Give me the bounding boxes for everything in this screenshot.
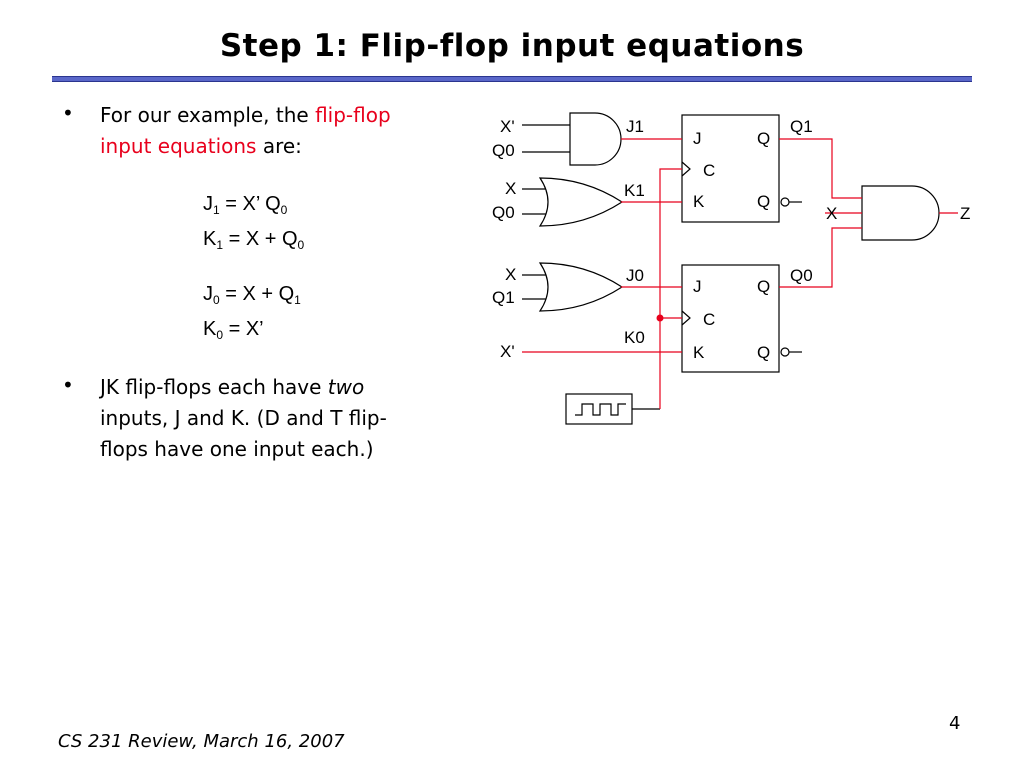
clock-waveform (575, 403, 626, 416)
ff1-q-pin: Q (757, 129, 770, 148)
and-gate-j1 (569, 112, 622, 166)
eq-j0-lhs: J (203, 283, 213, 305)
eq-j0-rhs-sub: 1 (294, 293, 301, 307)
ff1-j-pin: J (693, 129, 702, 148)
output-q0-label: Q0 (790, 266, 813, 285)
bullet-1-highlight-a: flip-flop (315, 103, 391, 127)
bullet-1-line-2: input equations are: (100, 131, 302, 162)
eq-k1-lhs-sub: 1 (216, 238, 224, 252)
ff0-j-pin: J (693, 277, 702, 296)
or-gate-j0 (538, 262, 624, 312)
title-divider (52, 76, 972, 82)
ff1-c-pin: C (703, 161, 715, 180)
or2-input-a-label: X (505, 265, 516, 284)
eq-j1-rhs: = X’ Q (219, 193, 281, 215)
ff0-clock-triangle (681, 310, 691, 326)
or2-input-b-label: Q1 (492, 288, 515, 307)
wire-j0-label: J0 (626, 266, 644, 285)
and1-input-a-label: X' (500, 117, 515, 136)
bullet-2-text-a: JK flip-flops each have (100, 375, 328, 399)
eq-j0-rhs: = X + Q (219, 283, 295, 305)
ff0-qbar-bubble (780, 347, 790, 357)
slide-title: Step 1: Flip-flop input equations (219, 28, 805, 64)
wire-j1-label: J1 (626, 117, 644, 136)
ff1-qbar-pin: Q (757, 192, 770, 211)
ff1-k-pin: K (693, 192, 705, 211)
ff1-clock-triangle (681, 161, 691, 177)
eq-j1-lhs: J (203, 193, 213, 215)
ff0-k-pin: K (693, 343, 705, 362)
bullet-marker-2: • (62, 373, 74, 397)
bullet-1-line-1: For our example, the flip-flop (100, 100, 391, 131)
equation-j1: J1 = X’ Q0 (203, 193, 287, 216)
output-and-x-label: X (826, 204, 837, 223)
eq-j1-lhs-sub: 1 (213, 203, 220, 217)
ff1-qbar-bubble (780, 197, 790, 207)
or1-input-a-label: X (505, 179, 516, 198)
or-gate-k1 (538, 177, 624, 227)
output-z-label: Z (960, 204, 970, 223)
ff0-qbar-pin: Q (757, 343, 770, 362)
or1-input-b-label: Q0 (492, 203, 515, 222)
bullet-2-line-2: inputs, J and K. (D and T flip- (100, 406, 387, 430)
bullet-1-text-a: For our example, the (100, 103, 316, 127)
k0-input-label: X' (500, 342, 515, 361)
eq-k1-rhs-sub: 0 (297, 238, 305, 252)
wire-k1-label: K1 (624, 181, 645, 200)
equation-k0: K0 = X’ (203, 318, 264, 341)
output-q1-label: Q1 (790, 117, 813, 136)
ff0-c-pin: C (703, 310, 715, 329)
and1-input-b-label: Q0 (492, 141, 515, 160)
bullet-1-text-b: are: (256, 134, 302, 158)
clock-junction-dot (656, 314, 664, 322)
clock-source (565, 393, 633, 425)
eq-k0-rhs: = X’ (223, 318, 264, 340)
bullet-2-line-1: JK flip-flops each have two (100, 372, 364, 403)
eq-k0-lhs-sub: 0 (216, 328, 224, 342)
footer-text: CS 231 Review, March 16, 2007 (58, 731, 345, 752)
bullet-1-highlight-b: input equations (100, 134, 257, 158)
ff0-q-pin: Q (757, 277, 770, 296)
equation-j0: J0 = X + Q1 (203, 283, 301, 306)
equation-k1: K1 = X + Q0 (203, 228, 304, 251)
bullet-marker-1: • (62, 101, 74, 125)
page-number: 4 (949, 713, 961, 734)
bullet-2-italic: two (327, 375, 365, 399)
eq-k1-lhs: K (203, 228, 217, 250)
eq-j1-rhs-sub: 0 (280, 203, 288, 217)
eq-k0-lhs: K (203, 318, 217, 340)
eq-k1-rhs: = X + Q (223, 228, 298, 250)
wire-k0-label: K0 (624, 328, 645, 347)
and-gate-output (861, 185, 940, 241)
bullet-2-line-3: flops have one input each.) (100, 437, 374, 461)
eq-j0-lhs-sub: 0 (213, 293, 220, 307)
